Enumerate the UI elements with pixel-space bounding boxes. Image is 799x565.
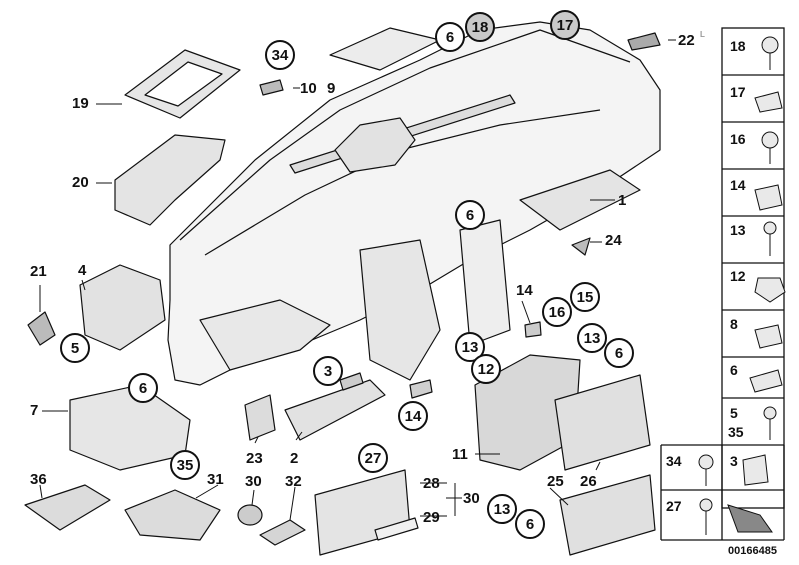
side-5: 5 — [730, 405, 738, 421]
side-3: 3 — [730, 453, 738, 469]
part-32-module — [124, 489, 221, 541]
center-stack — [359, 239, 441, 381]
circle-6-right: 6 — [604, 338, 634, 368]
label-23: 23 — [246, 450, 263, 467]
part-25-panel — [559, 474, 656, 556]
side-16: 16 — [730, 131, 746, 147]
label-11: 11 — [452, 446, 468, 463]
circle-6-mid: 6 — [455, 200, 485, 230]
label-24: 24 — [605, 232, 622, 249]
circle-13-a: 13 — [455, 332, 485, 362]
part-36-tray — [24, 484, 111, 531]
circle-27: 27 — [358, 443, 388, 473]
label-30-text: 30 — [463, 490, 480, 507]
circle-34: 34 — [265, 40, 295, 70]
circle-6-bottom: 6 — [515, 509, 545, 539]
side-34: 34 — [666, 453, 682, 469]
instrument-binnacle — [334, 117, 416, 173]
part-23-switch — [244, 394, 276, 441]
label-26: 26 — [580, 473, 597, 490]
circle-18: 14 — [398, 401, 428, 431]
label-25: 25 — [547, 473, 564, 490]
circle-17-top: 18 — [465, 12, 495, 42]
part-10-button — [259, 79, 284, 96]
diagram-code: 00166485 — [728, 545, 777, 557]
circle-35: 35 — [170, 450, 200, 480]
circle-15: 16 — [542, 297, 572, 327]
label-4: 4 — [78, 262, 87, 279]
part-21-vent — [627, 32, 661, 51]
label-14-text: 14 — [516, 282, 533, 299]
circle-5: 5 — [60, 333, 90, 363]
label-29: 29 — [423, 509, 440, 526]
label-10: 10 — [300, 80, 317, 97]
right-support — [459, 219, 511, 346]
label-33: 32 — [285, 473, 302, 490]
lower-panel — [199, 299, 331, 371]
part-24-vent — [571, 237, 591, 256]
circle-6-left: 6 — [128, 373, 158, 403]
part-29-strip — [374, 517, 419, 541]
label-36: 36 — [30, 471, 47, 488]
part-26-panel — [554, 374, 651, 471]
part-3-cover — [339, 372, 364, 391]
label-32: 31 — [207, 471, 224, 488]
label-19: 19 — [72, 95, 89, 112]
part-18-clip — [409, 379, 433, 399]
glovebox-opening — [519, 169, 641, 231]
side-fasteners — [698, 36, 786, 535]
circle-13-b: 13 — [577, 323, 607, 353]
label-1: 1 — [618, 192, 627, 209]
side-18: 18 — [730, 38, 746, 54]
circle-13-c: 13 — [487, 494, 517, 524]
part-2-trim — [284, 379, 386, 441]
circle-6-top: 6 — [435, 22, 465, 52]
side-27: 27 — [666, 498, 682, 514]
label-28: 28 — [423, 475, 440, 492]
label-31: 30 — [245, 473, 262, 490]
circle-3: 3 — [313, 356, 343, 386]
leader-lines — [39, 39, 676, 521]
label-20: 20 — [72, 174, 89, 191]
label-7: 7 — [30, 402, 39, 419]
side-14: 14 — [730, 177, 746, 193]
circle-16: 15 — [570, 282, 600, 312]
side-13: 13 — [730, 222, 746, 238]
part-14-clip — [524, 321, 542, 338]
label-2: 2 — [290, 450, 299, 467]
part-4-housing — [79, 264, 166, 351]
part-33-cover — [259, 519, 306, 546]
side-17: 17 — [730, 84, 746, 100]
circle-12-top: 17 — [550, 10, 580, 40]
part-20-bracket — [114, 134, 226, 226]
side-35: 35 — [728, 424, 744, 440]
side-6: 6 — [730, 362, 738, 378]
side-panel-grid — [660, 27, 785, 541]
part-28-bezel — [314, 469, 411, 556]
circle-8: 12 — [471, 354, 501, 384]
corner-mark: L — [700, 30, 705, 39]
label-21: 22 — [678, 32, 695, 49]
label-22: 21 — [30, 263, 47, 280]
part-22-vent — [27, 311, 56, 346]
side-12: 12 — [730, 268, 746, 284]
part-31-knob — [237, 504, 263, 526]
side-8: 8 — [730, 316, 738, 332]
label-9: 9 — [327, 80, 336, 97]
